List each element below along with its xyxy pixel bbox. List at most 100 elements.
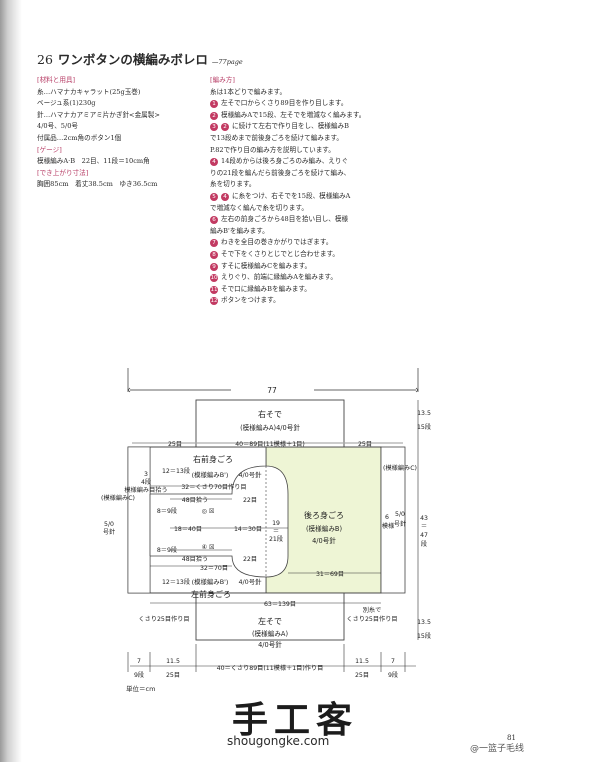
step-text: 左そで口からくさり89目を作り目します。 xyxy=(221,99,348,108)
dim-label: 14＝30目 xyxy=(234,526,262,533)
dim-label: 21段 xyxy=(269,535,283,543)
step-number-badge: 2 xyxy=(210,111,218,120)
materials-line: 付属品…2cm角のボタン1個 xyxy=(37,133,122,142)
left-sleeve-pattern: (模様編みA) xyxy=(252,629,288,638)
finished-size-line: 胸囲85cm 着丈38.5cm ゆき36.5cm xyxy=(37,180,158,189)
dim-label: 22目 xyxy=(243,497,257,504)
method-step-3-cont: で13段めまで前後身ごろを続けて編みます。 xyxy=(210,133,344,142)
side-label: 13.5 xyxy=(417,410,431,417)
left-sleeve-title: 左そで xyxy=(258,616,282,626)
side-label: 3 xyxy=(144,471,148,478)
side-label: 号針 xyxy=(103,528,115,536)
page-number: 81 xyxy=(507,734,516,742)
back-needle: 4/0号針 xyxy=(312,536,336,545)
dim-label: 32＝70目 xyxy=(200,565,228,572)
dim-label: 18＝40目 xyxy=(174,526,202,533)
step-text: に続けて左右で作り目をし、模様編みB xyxy=(232,122,349,131)
back-pattern: (模様編みB) xyxy=(306,524,342,533)
overall-width-label: 77 xyxy=(267,386,277,395)
step-number-badge: 4 xyxy=(210,158,218,167)
method-step-4-cont: 糸を切ります。 xyxy=(210,180,256,189)
step-number-badge: 5 xyxy=(210,192,218,201)
dim-label: 12＝13段 xyxy=(162,578,190,586)
side-edge-band xyxy=(380,446,406,594)
materials-line: 4/0号、5/0号 xyxy=(37,122,79,131)
right-sleeve-title: 右そで xyxy=(258,409,282,419)
step-text: に糸をつけ、右そでを15段、模様編みA xyxy=(232,191,351,200)
dim-label: 40＝89目(11模様＋1目) xyxy=(235,440,305,448)
dim-label: 48目拾う xyxy=(182,555,208,563)
bottom-dimension-labels: 7 9段 11.5 25目 40＝くさり89目(11模様＋1目)作り目 11.5… xyxy=(134,658,398,679)
left-sleeve-needle: 4/0号針 xyxy=(258,640,282,649)
right-front-pattern: (模様編みB') xyxy=(192,470,229,479)
step-number-badge: 6 xyxy=(210,216,218,225)
dim-label: 22目 xyxy=(243,556,257,563)
method-step-4-cont: りの21段を編んだら前後身ごろを続けて編み、 xyxy=(210,168,351,177)
dim-label: 12＝13段 xyxy=(162,467,190,475)
dim-label: 19 xyxy=(272,520,280,527)
side-label: 5/0 xyxy=(104,521,114,528)
step-number-badge: 7 xyxy=(210,239,218,248)
side-labels: 3 4段 模様編み目拾う (模様編みC) 5/0 号針 (模様編みC) 6 模様… xyxy=(101,410,431,640)
side-label: 段 xyxy=(421,540,427,548)
overall-width-dimension xyxy=(127,368,419,393)
step-number-badge: 10 xyxy=(210,274,218,283)
left-sleeve-panel xyxy=(195,592,345,641)
side-label: 別糸で xyxy=(363,606,382,614)
materials-heading: [材料と用具] xyxy=(37,76,76,84)
left-front-panel xyxy=(149,555,267,594)
step-text: 14段めからは後ろ身ごろのみ編み、えりぐ xyxy=(221,157,349,166)
dimension-lines xyxy=(127,400,419,672)
side-label: 4段 xyxy=(141,478,151,486)
step-text: わきを全目の巻きかがりではぎます。 xyxy=(221,238,333,247)
gauge-heading: [ゲージ] xyxy=(37,145,62,154)
method-step-5-cont: で増減なく編んで糸を切ります。 xyxy=(210,203,308,212)
side-label: (模様編みC) xyxy=(101,494,135,502)
step-ref-badge: 2 xyxy=(221,123,229,132)
materials-column: [材料と用具] 糸…ハマナカキャラット(25g玉巻) ベージュ系(1)230g … xyxy=(37,75,202,191)
materials-line: ベージュ系(1)230g xyxy=(37,99,96,108)
side-label: 15段 xyxy=(417,423,431,431)
dim-label: 8＝9段 xyxy=(157,507,177,515)
step-number-badge: 9 xyxy=(210,262,218,271)
page-reference: —77page xyxy=(211,58,243,66)
method-step-6-cont: 編みB'を編みます。 xyxy=(210,226,269,235)
dim-label: 40＝くさり89目(11模様＋1目)作り目 xyxy=(217,664,324,672)
step-number-badge: 8 xyxy=(210,250,218,259)
dim-label: 7 xyxy=(137,658,141,665)
side-label: くさり25目作り目 xyxy=(138,615,189,623)
social-handle: @一篮子毛线 xyxy=(470,744,525,754)
unit-note: 単位＝cm xyxy=(126,685,156,693)
step-number-badge: 12 xyxy=(210,297,218,306)
dim-label: 7 xyxy=(391,658,395,665)
step-text: すそに模様編みCを編みます。 xyxy=(221,261,312,270)
side-label: 号針 xyxy=(394,520,406,528)
dim-label: 25目 xyxy=(168,441,182,448)
pattern-title: ワンボタンの横編みボレロ xyxy=(57,52,208,67)
side-label: ＝ xyxy=(421,523,427,530)
dim-label: 31＝69目 xyxy=(316,571,344,578)
step-number-badge: 1 xyxy=(210,100,218,109)
side-label: 6 xyxy=(385,514,389,521)
right-front-needle: 4/0号針 xyxy=(238,470,262,479)
step-ref-badge: 4 xyxy=(221,192,229,201)
step-number-badge: 11 xyxy=(210,285,218,294)
left-front-title: 左前身ごろ xyxy=(191,589,231,599)
step-text: えりぐり、前端に縁編みAを編みます。 xyxy=(221,273,337,282)
watermark-url: shougongke.com xyxy=(227,734,330,748)
dim-label: 48目拾う xyxy=(182,496,208,504)
dim-label: 25目 xyxy=(358,441,372,448)
